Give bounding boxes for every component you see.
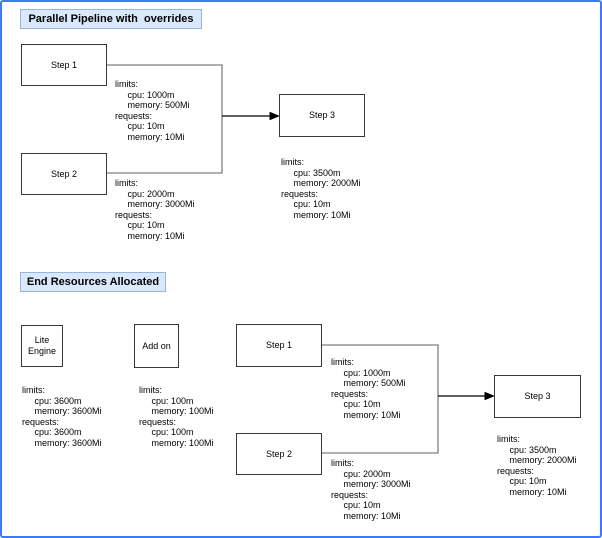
resource-line: cpu: 10m [115, 121, 165, 131]
node-label: Step 3 [308, 110, 336, 120]
resource-line: memory: 10Mi [115, 230, 185, 241]
resource-line: memory: 3600Mi [22, 437, 102, 448]
resource-line: memory: 10Mi [115, 131, 185, 142]
resource-line: cpu: 1000m [331, 367, 391, 378]
resource-line: limits: [331, 458, 354, 468]
node-label: Add on [142, 340, 171, 351]
resource-line: cpu: 100m [139, 427, 194, 437]
end-step1-node: Step 1 [236, 324, 322, 367]
resource-line: memory: 500Mi [115, 100, 190, 110]
end-step2-node: Step 2 [236, 433, 322, 475]
resource-line: limits: [115, 79, 138, 89]
resource-line: memory: 500Mi [331, 378, 406, 388]
resource-line: memory: 100Mi [139, 406, 214, 416]
resource-line: requests: [281, 188, 319, 199]
resource-line: memory: 100Mi [139, 437, 214, 448]
end-merge-connector [322, 344, 439, 454]
pipeline-merge-connector [107, 64, 223, 174]
resource-line: limits: [139, 385, 162, 395]
resource-line: cpu: 3500m [497, 444, 557, 455]
resource-line: limits: [22, 385, 45, 395]
end-section-title: End Resources Allocated [20, 272, 166, 292]
resource-line: cpu: 10m [497, 476, 547, 486]
node-label: Step 3 [524, 391, 551, 401]
resource-line: memory: 2000Mi [281, 178, 361, 188]
node-label: Step 1 [50, 59, 78, 70]
resource-line: cpu: 10m [331, 399, 381, 409]
resource-line: memory: 10Mi [331, 510, 401, 521]
resource-line: limits: [281, 157, 304, 167]
pipeline-section-title: Parallel Pipeline with overrides [20, 9, 202, 29]
resource-line: requests: [331, 489, 369, 500]
resource-line: cpu: 2000m [115, 188, 175, 199]
resource-line: cpu: 1000m [115, 89, 175, 100]
resource-line: requests: [497, 465, 535, 476]
resource-line: memory: 10Mi [281, 209, 351, 220]
pipeline-step3-node: Step 3 [279, 94, 365, 137]
resource-line: limits: [115, 178, 138, 188]
resource-line: cpu: 2000m [331, 468, 391, 479]
resource-line: requests: [331, 388, 369, 399]
pipeline-step1-node: Step 1 [21, 44, 107, 86]
node-label: Lite Engine [27, 335, 57, 356]
resource-line: cpu: 10m [281, 199, 331, 209]
resource-line: cpu: 10m [115, 220, 165, 230]
end-step3-node: Step 3 [494, 375, 581, 418]
resource-line: memory: 3000Mi [115, 199, 195, 209]
resource-line: memory: 10Mi [331, 409, 401, 420]
resource-line: cpu: 10m [331, 500, 381, 510]
resource-line: memory: 3600Mi [22, 406, 102, 416]
resource-line: cpu: 100m [139, 395, 194, 406]
resource-line: memory: 10Mi [497, 486, 567, 497]
node-label: Step 1 [265, 340, 293, 350]
pipeline-step3-arrow [222, 111, 279, 121]
lite-engine-node: Lite Engine [21, 325, 63, 367]
resource-line: requests: [115, 209, 153, 220]
node-label: Step 2 [265, 448, 293, 459]
end-step3-arrow [438, 391, 494, 401]
resource-line: requests: [115, 110, 153, 121]
add-on-node: Add on [134, 324, 179, 368]
resource-line: limits: [331, 357, 354, 367]
node-label: Step 2 [50, 168, 78, 179]
resource-line: cpu: 3500m [281, 167, 341, 178]
resource-line: memory: 3000Mi [331, 479, 411, 489]
arrow-head-icon [484, 391, 494, 401]
pipeline-step2-node: Step 2 [21, 153, 107, 195]
resource-line: limits: [497, 434, 520, 444]
resource-line: requests: [22, 416, 60, 427]
arrow-head-icon [269, 111, 279, 121]
resource-line: memory: 2000Mi [497, 455, 577, 465]
resource-line: cpu: 3600m [22, 395, 82, 406]
resource-line: requests: [139, 416, 177, 427]
resource-line: cpu: 3600m [22, 427, 82, 437]
